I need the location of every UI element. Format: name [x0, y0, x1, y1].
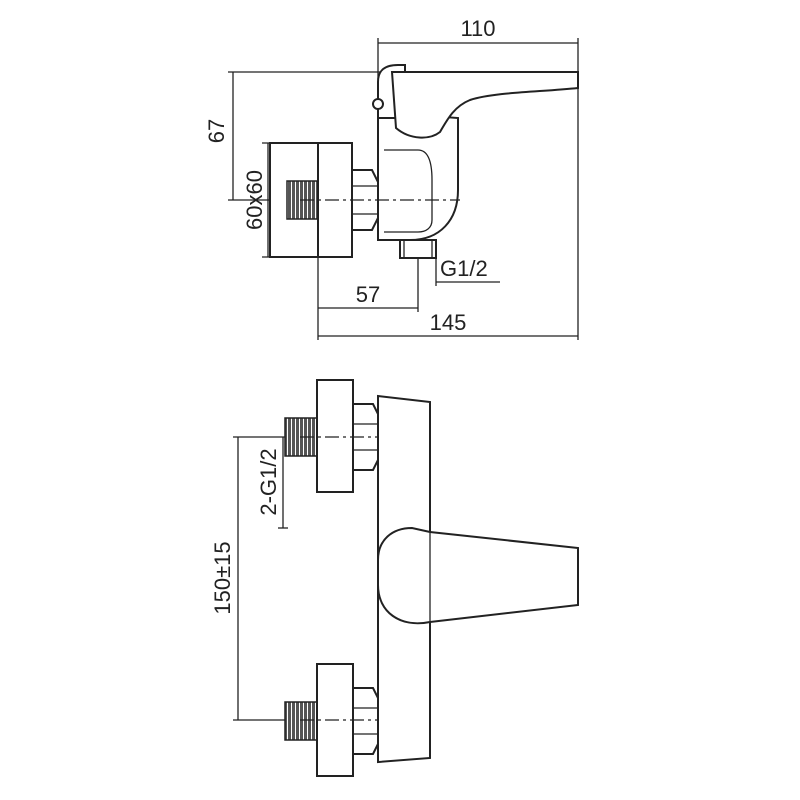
- dimension-60x60-label: 60x60: [242, 170, 267, 230]
- outlet-thread-label: G1/2: [440, 256, 488, 281]
- dimension-67-label: 67: [204, 119, 229, 143]
- dimension-145-label: 145: [430, 310, 467, 335]
- dimension-57: 57: [317, 257, 419, 340]
- lever-handle-side: [390, 71, 579, 139]
- upper-wall-block: [316, 379, 354, 493]
- front-view: 150±15 2-G1/2: [210, 379, 579, 777]
- lower-inlet-thread: [284, 701, 318, 741]
- dimension-145: 145: [318, 88, 579, 340]
- dimension-150-label: 150±15: [210, 541, 235, 614]
- upper-inlet-thread: [284, 417, 318, 457]
- cap-screw: [372, 98, 384, 110]
- inlet-threads-label: 2-G1/2: [256, 448, 281, 515]
- dimension-110-label: 110: [460, 16, 495, 41]
- dimension-57-label: 57: [356, 282, 380, 307]
- dimension-2-g12: 2-G1/2: [256, 437, 288, 529]
- lower-hex-nut: [352, 687, 379, 755]
- upper-connector: [284, 379, 395, 493]
- dimension-110: 110: [377, 16, 579, 100]
- lower-connector: [284, 663, 395, 777]
- dimension-150: 150±15: [210, 436, 300, 721]
- outlet-nipple: [399, 239, 437, 259]
- lever-handle-front: [377, 526, 579, 625]
- side-view: 110 67 60x60: [204, 16, 579, 340]
